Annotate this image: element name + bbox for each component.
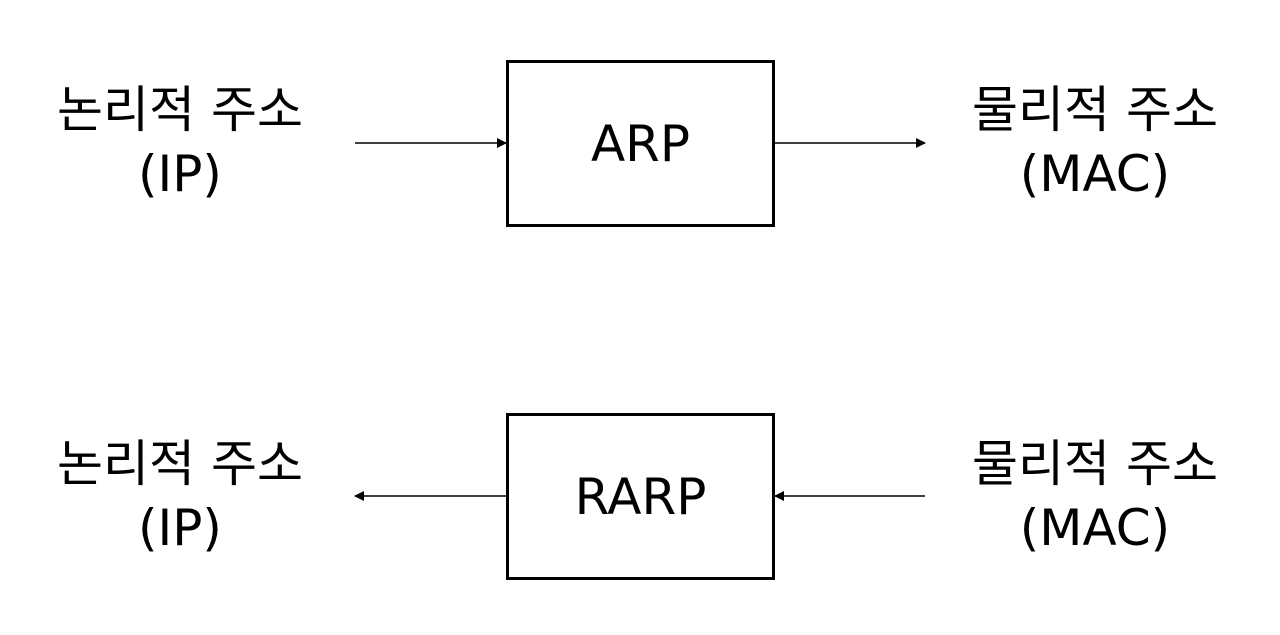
- physical-address-label-rarp: 물리적 주소 (MAC): [935, 432, 1255, 560]
- arp-process-box: ARP: [506, 60, 775, 227]
- mac-text: (MAC): [1019, 499, 1171, 557]
- rarp-label: RARP: [574, 467, 707, 526]
- rarp-process-box: RARP: [506, 413, 775, 580]
- physical-address-text: 물리적 주소: [972, 81, 1218, 139]
- logical-address-label-rarp: 논리적 주소 (IP): [20, 432, 340, 560]
- logical-address-text: 논리적 주소: [57, 435, 303, 493]
- physical-address-label-arp: 물리적 주소 (MAC): [935, 78, 1255, 206]
- arp-label: ARP: [590, 114, 691, 173]
- mac-text: (MAC): [1019, 145, 1171, 203]
- ip-text: (IP): [138, 145, 222, 203]
- physical-address-text: 물리적 주소: [972, 435, 1218, 493]
- logical-address-label-arp: 논리적 주소 (IP): [20, 78, 340, 206]
- logical-address-text: 논리적 주소: [57, 81, 303, 139]
- ip-text: (IP): [138, 499, 222, 557]
